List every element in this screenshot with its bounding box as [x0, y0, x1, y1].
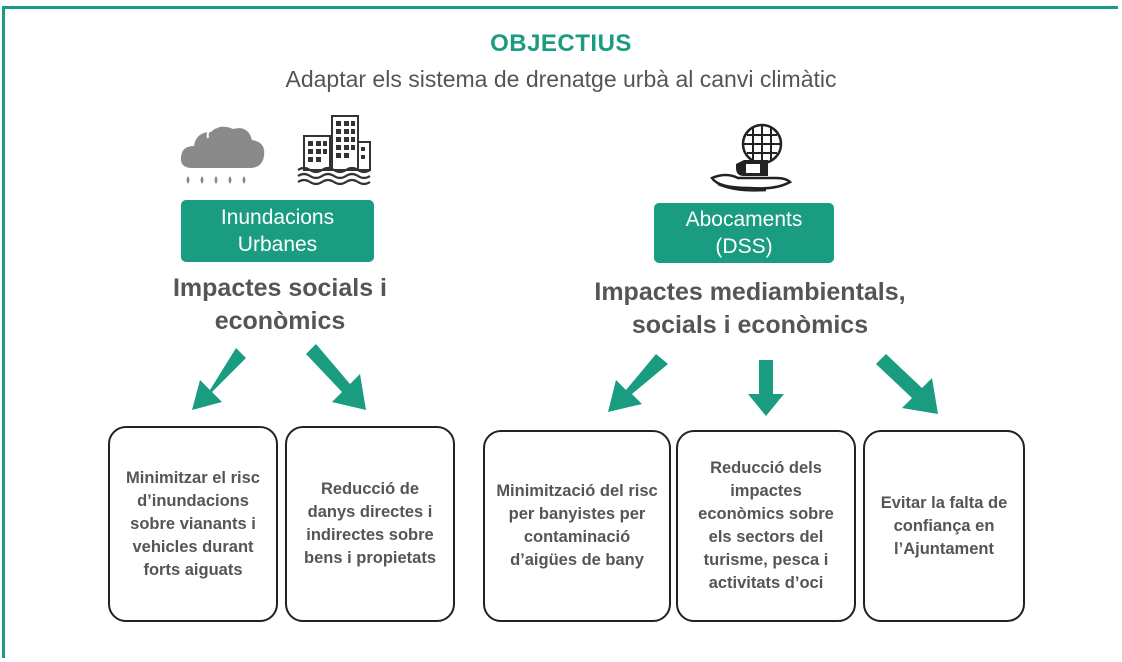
tag-line-2: (DSS): [715, 235, 773, 258]
objective-box: Reducció de danys directes i indirectes …: [285, 426, 455, 622]
impact-line-2: econòmics: [214, 307, 346, 335]
impact-right: Impactes mediambientals, socials i econò…: [585, 276, 915, 342]
impact-line-1: Impactes socials i: [172, 274, 387, 302]
rain-cloud-icon: [180, 126, 265, 184]
flooded-buildings-icon: [297, 115, 371, 186]
arrow-down-right: [876, 354, 938, 414]
impact-line-2: socials i econòmics: [631, 311, 869, 339]
objective-text: Reducció dels impactes econòmics sobre e…: [698, 459, 834, 592]
arrow-down-left: [608, 354, 668, 412]
objective-text: Minimització del risc per banyistes per …: [496, 482, 658, 569]
arrow-down-right: [306, 344, 366, 410]
tag-line-1: Abocaments: [685, 208, 803, 231]
impact-left: Impactes socials i econòmics: [150, 272, 410, 338]
impact-line-1: Impactes mediambientals,: [594, 278, 906, 306]
objective-box: Reducció dels impactes econòmics sobre e…: [676, 430, 856, 622]
tag-line-1: Inundacions: [220, 206, 335, 229]
tag-line-2: Urbanes: [237, 233, 318, 256]
objective-text: Reducció de danys directes i indirectes …: [303, 480, 437, 567]
objective-box: Minimització del risc per banyistes per …: [483, 430, 671, 622]
diagram-frame: [2, 6, 1118, 658]
objective-box: Minimitzar el risc d’inundacions sobre v…: [108, 426, 278, 622]
diagram-title: OBJECTIUS: [490, 30, 632, 57]
objective-text: Evitar la falta de confiança en l’Ajunta…: [880, 493, 1008, 558]
tag-abocaments-dss: Abocaments (DSS): [654, 203, 834, 263]
arrow-down: [748, 360, 784, 416]
tag-inundacions-urbanes: Inundacions Urbanes: [181, 200, 374, 262]
objective-text: Minimitzar el risc d’inundacions sobre v…: [126, 468, 260, 579]
diagram-subtitle: Adaptar els sistema de drenatge urbà al …: [285, 66, 837, 92]
sewer-overflow-icon: [710, 123, 793, 192]
objective-box: Evitar la falta de confiança en l’Ajunta…: [863, 430, 1025, 622]
arrow-down-left: [192, 348, 246, 410]
